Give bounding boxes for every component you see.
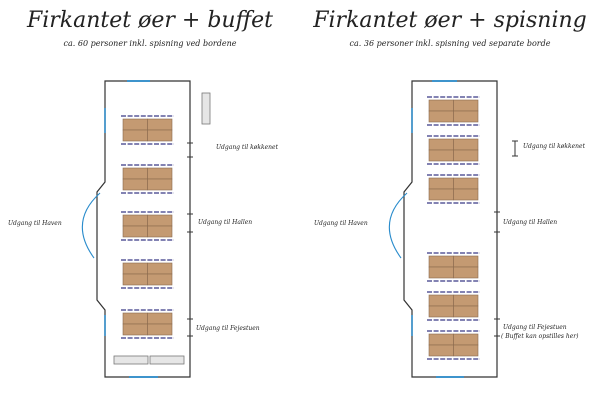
table-island — [121, 115, 174, 145]
table-islands — [427, 96, 480, 360]
room-floor-plan — [388, 80, 518, 378]
plan-subtitle: ca. 60 personer inkl. spisning ved borde… — [63, 39, 237, 48]
label-hall-exit: Udgang til Hallen — [198, 219, 253, 226]
table — [428, 188, 454, 201]
table-island — [427, 135, 480, 165]
table-island — [427, 291, 480, 321]
table — [428, 99, 454, 112]
table — [428, 266, 454, 279]
table — [147, 225, 173, 238]
label-fejestuen-exit: Udgang til Fejestuen — [503, 324, 567, 331]
table — [453, 344, 479, 357]
label-garden-exit: Udgang til Haven — [314, 220, 368, 227]
table — [453, 188, 479, 201]
exit-markers — [494, 140, 518, 337]
table — [147, 129, 173, 142]
table-islands — [121, 115, 174, 339]
table-island — [121, 164, 174, 194]
garden-door — [388, 192, 408, 259]
table-island — [427, 174, 480, 204]
table — [428, 333, 454, 346]
table-island — [427, 96, 480, 126]
table — [122, 178, 148, 191]
table — [122, 214, 148, 227]
garden-door — [81, 192, 101, 259]
table — [453, 333, 479, 346]
exit-markers — [187, 142, 193, 337]
room-walls — [96, 80, 191, 378]
table — [122, 273, 148, 286]
floor-plan-buffet: Firkantet øer + buffet ca. 60 personer i… — [8, 8, 278, 378]
table — [428, 177, 454, 190]
table — [147, 273, 173, 286]
table-island — [427, 252, 480, 282]
room-floor-plan — [81, 80, 211, 378]
table — [453, 294, 479, 307]
label-hall-exit: Udgang til Hallen — [503, 219, 558, 226]
table-island — [121, 259, 174, 289]
table — [428, 344, 454, 357]
floor-plan-dining: Firkantet øer + spisning ca. 36 personer… — [300, 0, 600, 400]
table — [147, 312, 173, 325]
table — [147, 178, 173, 191]
table — [147, 262, 173, 275]
table — [147, 167, 173, 180]
table-island — [121, 211, 174, 241]
table — [122, 118, 148, 131]
table — [147, 214, 173, 227]
room-walls — [403, 80, 498, 378]
table — [428, 255, 454, 268]
table — [453, 255, 479, 268]
table — [428, 305, 454, 318]
plan-title: Firkantet øer + spisning — [313, 8, 587, 33]
buffet-table — [149, 355, 185, 365]
table — [122, 225, 148, 238]
table — [428, 294, 454, 307]
table — [428, 138, 454, 151]
table — [147, 323, 173, 336]
label-buffet-note: ( Buffet kan opstilles her) — [501, 333, 579, 340]
label-garden-exit: Udgang til Haven — [8, 220, 62, 227]
table — [122, 323, 148, 336]
table — [453, 138, 479, 151]
label-kitchen-exit: Udgang til køkkenet — [216, 144, 278, 151]
plan-subtitle: ca. 36 personer inkl. spisning ved separ… — [349, 39, 551, 48]
table — [122, 262, 148, 275]
label-fejestuen-exit: Udgang til Fejestuen — [196, 325, 260, 332]
table — [428, 110, 454, 123]
table — [122, 167, 148, 180]
plan-title: Firkantet øer + buffet — [26, 8, 274, 33]
table — [453, 110, 479, 123]
table — [453, 99, 479, 112]
table — [453, 305, 479, 318]
table — [453, 177, 479, 190]
table — [453, 149, 479, 162]
table — [453, 266, 479, 279]
table-island — [427, 330, 480, 360]
table — [122, 129, 148, 142]
label-kitchen-exit: Udgang til køkkenet — [523, 143, 585, 150]
table-island — [121, 309, 174, 339]
table — [122, 312, 148, 325]
buffet-table — [113, 355, 149, 365]
table — [428, 149, 454, 162]
table — [147, 118, 173, 131]
counter — [201, 92, 211, 125]
